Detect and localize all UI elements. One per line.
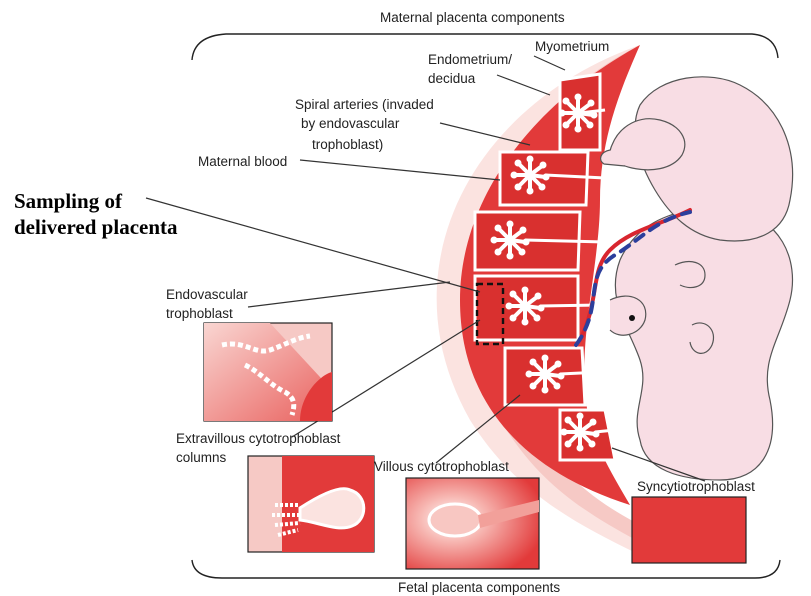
inset-extravillous xyxy=(248,456,374,552)
label-myometrium: Myometrium xyxy=(535,39,609,54)
fetus-eye xyxy=(629,315,635,321)
inset-endovascular xyxy=(204,323,332,421)
label-spiral-2: by endovascular xyxy=(301,116,400,131)
label-endometrium-1: Endometrium/ xyxy=(428,52,512,67)
inset-villous xyxy=(406,478,539,569)
label-extravillous-2: columns xyxy=(176,450,227,465)
label-endovascular-2: trophoblast xyxy=(166,306,233,321)
fetal-heading: Fetal placenta components xyxy=(398,580,560,595)
label-endovascular-1: Endovascular xyxy=(166,287,248,302)
label-maternal-blood: Maternal blood xyxy=(198,154,287,169)
fetus xyxy=(601,77,793,480)
label-villous: Villous cytotrophoblast xyxy=(374,459,509,474)
label-sampling-2: delivered placenta xyxy=(14,215,178,239)
label-endometrium-2: decidua xyxy=(428,71,476,86)
label-spiral-1: Spiral arteries (invaded xyxy=(295,97,434,112)
inset-syncytio xyxy=(632,497,746,563)
label-spiral-3: trophoblast) xyxy=(312,137,383,152)
label-extravillous-1: Extravillous cytotrophoblast xyxy=(176,431,341,446)
label-sampling-1: Sampling of xyxy=(14,189,123,213)
label-syncytio: Syncytiotrophoblast xyxy=(637,479,755,494)
maternal-heading: Maternal placenta components xyxy=(380,10,565,25)
